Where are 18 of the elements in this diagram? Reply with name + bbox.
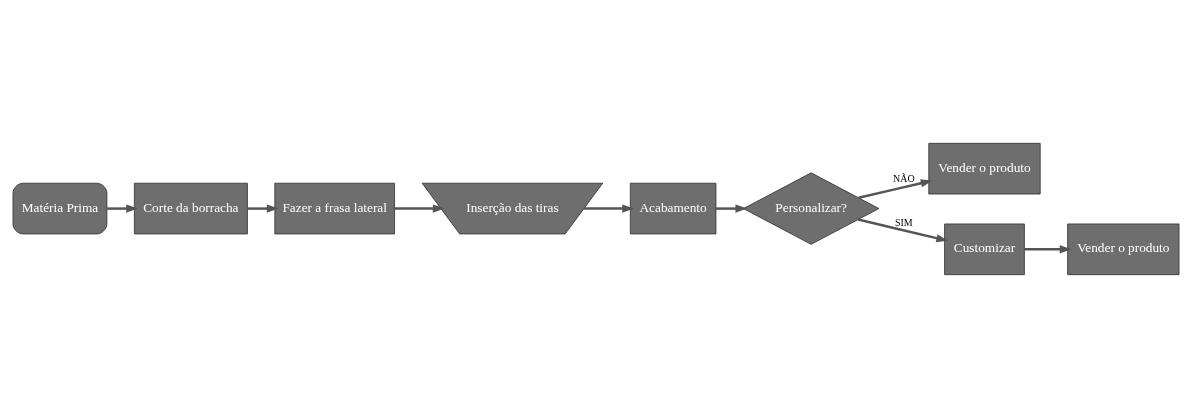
arrow bbox=[858, 178, 933, 199]
arrow bbox=[857, 217, 948, 242]
edge-label: SIM bbox=[894, 216, 913, 228]
arrow bbox=[716, 204, 748, 213]
arrow bbox=[394, 204, 445, 213]
arrow bbox=[107, 204, 138, 213]
edge-label: NÃO bbox=[893, 172, 915, 184]
node-diamond: Personalizar? bbox=[742, 171, 880, 245]
arrow bbox=[1024, 244, 1072, 253]
node-box: Customizar bbox=[944, 223, 1025, 275]
node-box: Vender o produto bbox=[928, 142, 1041, 194]
node-box: Matéria Prima bbox=[12, 182, 108, 234]
arrow bbox=[583, 204, 634, 213]
node-box: Vender o produto bbox=[1067, 223, 1180, 275]
node-box: Fazer a frasa lateral bbox=[274, 182, 395, 234]
node-box: Corte da borracha bbox=[133, 182, 248, 234]
node-box: Acabamento bbox=[629, 182, 717, 234]
arrow bbox=[247, 204, 279, 213]
